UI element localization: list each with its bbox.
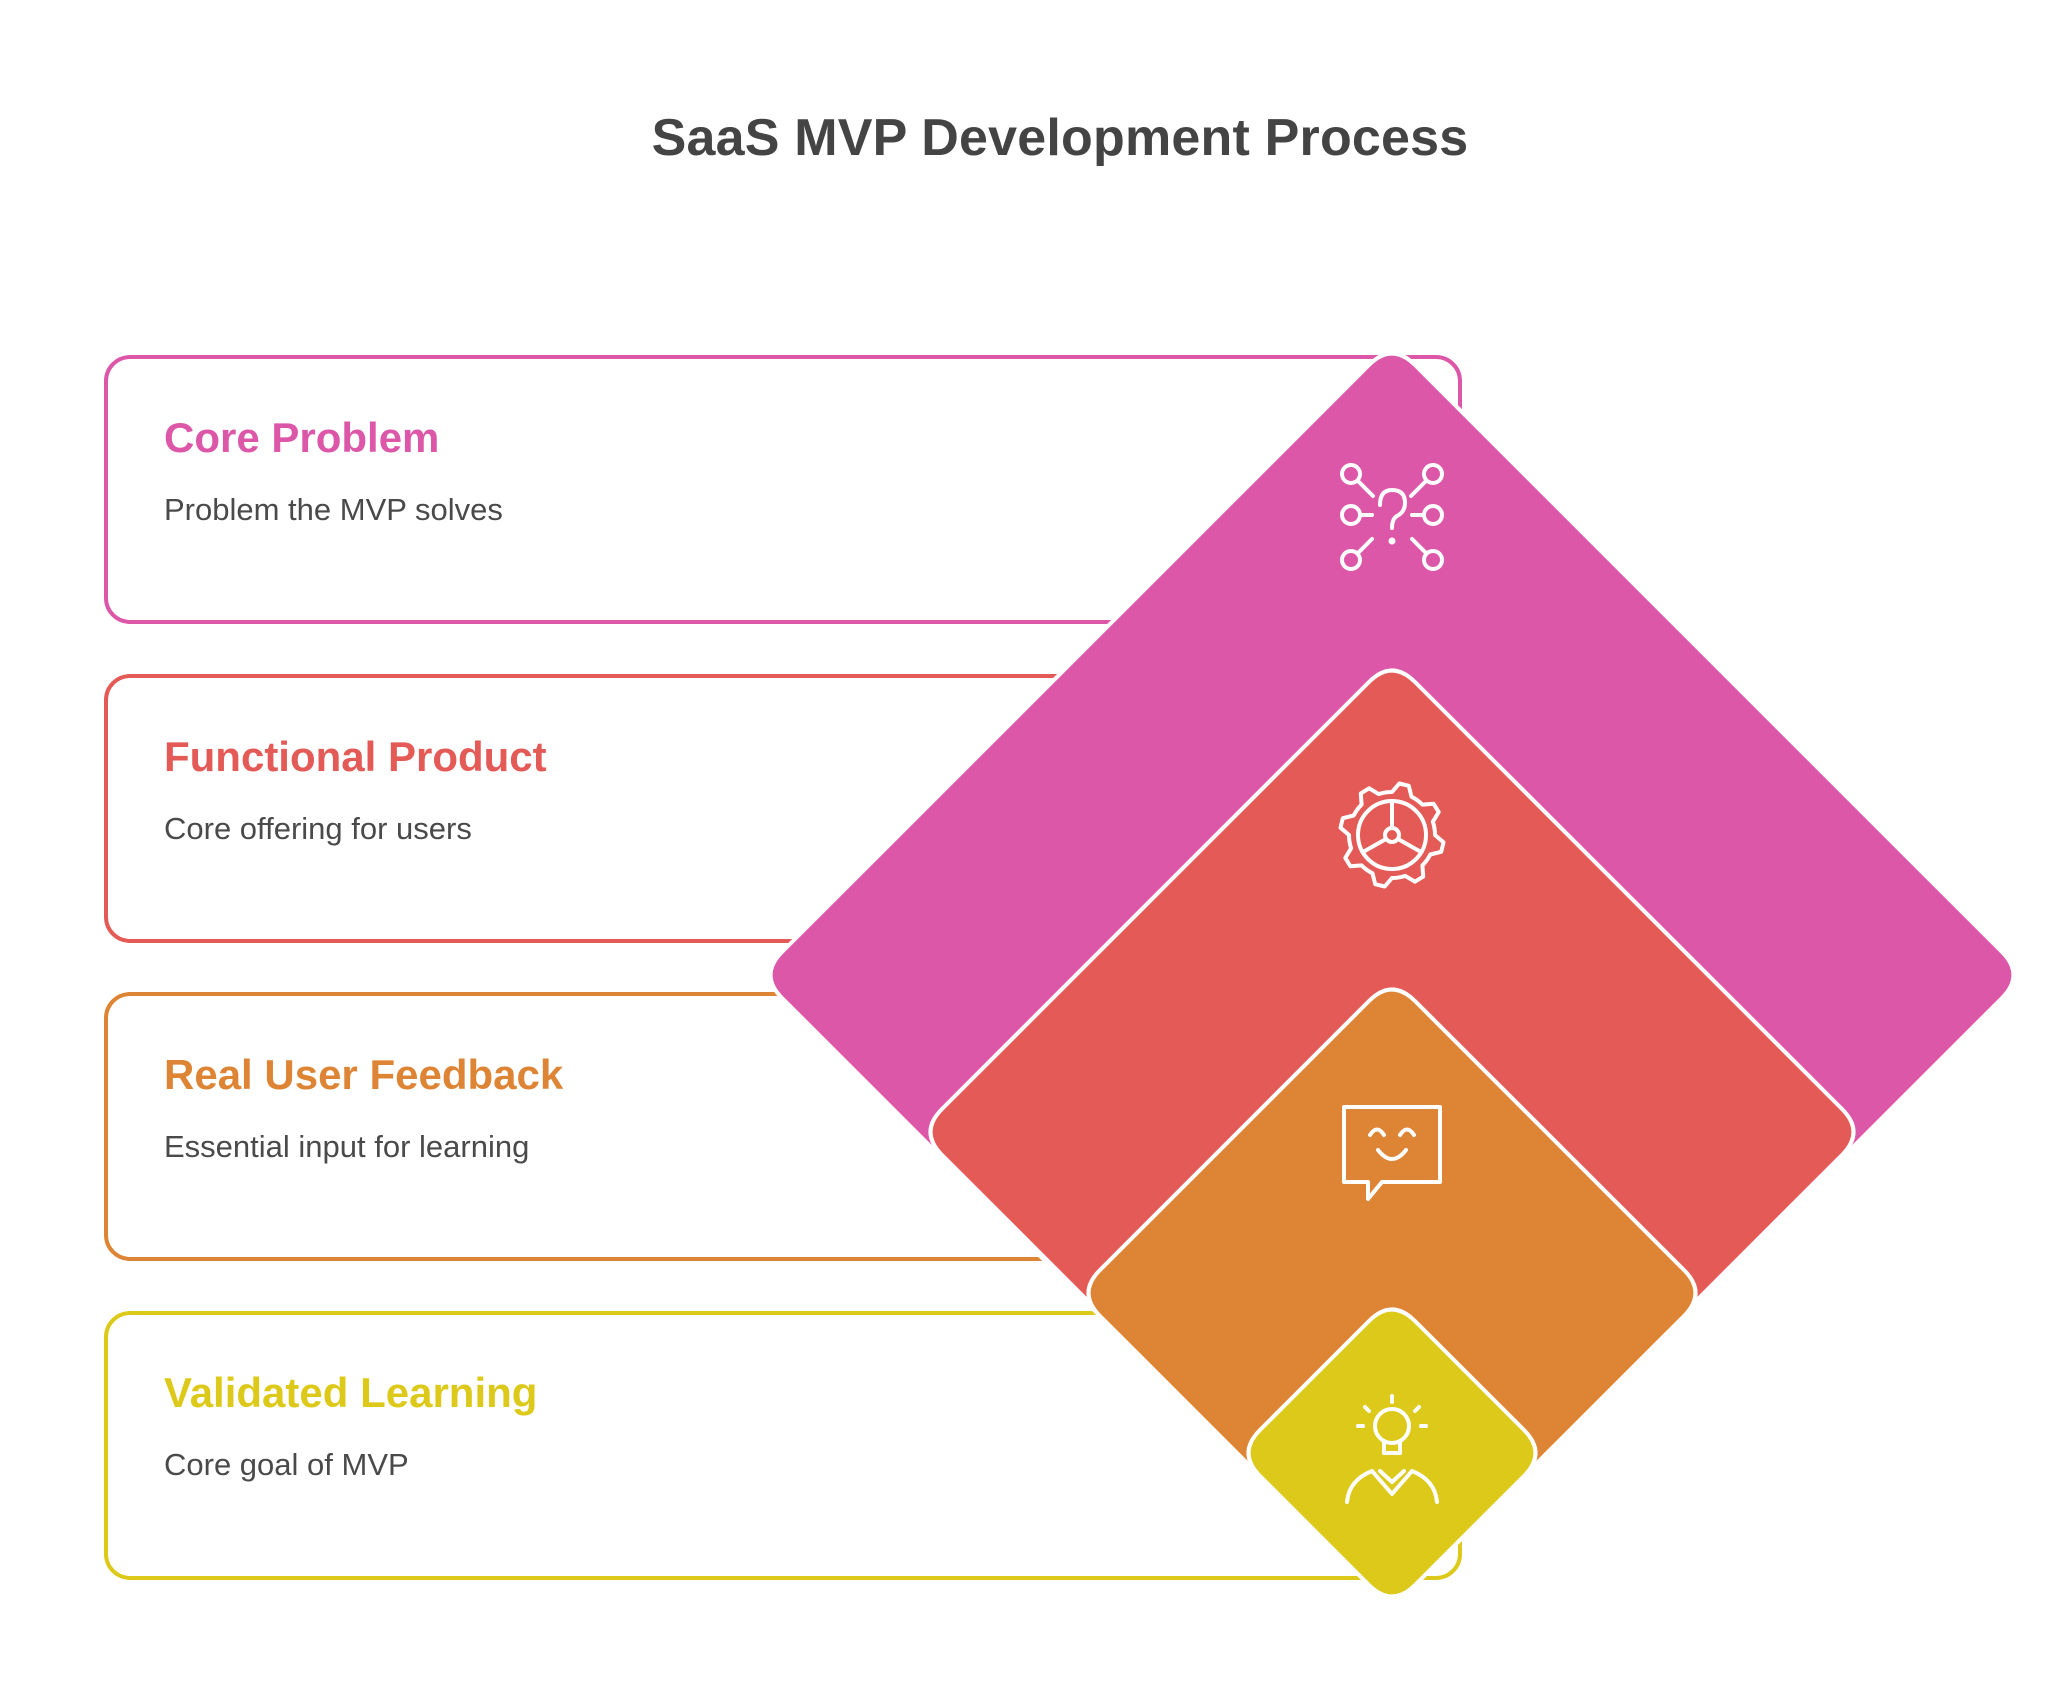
gear-icon — [1338, 781, 1446, 889]
card-label-core-problem: Core Problem — [164, 414, 440, 461]
diagram-title: SaaS MVP Development Process — [651, 109, 1469, 167]
card-description-core-problem: Problem the MVP solves — [164, 492, 503, 527]
card-description-real-user-feedback: Essential input for learning — [164, 1129, 530, 1164]
card-label-real-user-feedback: Real User Feedback — [164, 1051, 564, 1098]
card-label-validated-learning: Validated Learning — [164, 1369, 538, 1416]
card-label-functional-product: Functional Product — [164, 733, 547, 780]
lightbulb-person-icon — [1345, 1394, 1439, 1504]
card-description-validated-learning: Core goal of MVP — [164, 1447, 409, 1482]
card-description-functional-product: Core offering for users — [164, 811, 472, 846]
smiley-chat-icon — [1342, 1105, 1442, 1201]
question-network-icon — [1340, 463, 1444, 571]
